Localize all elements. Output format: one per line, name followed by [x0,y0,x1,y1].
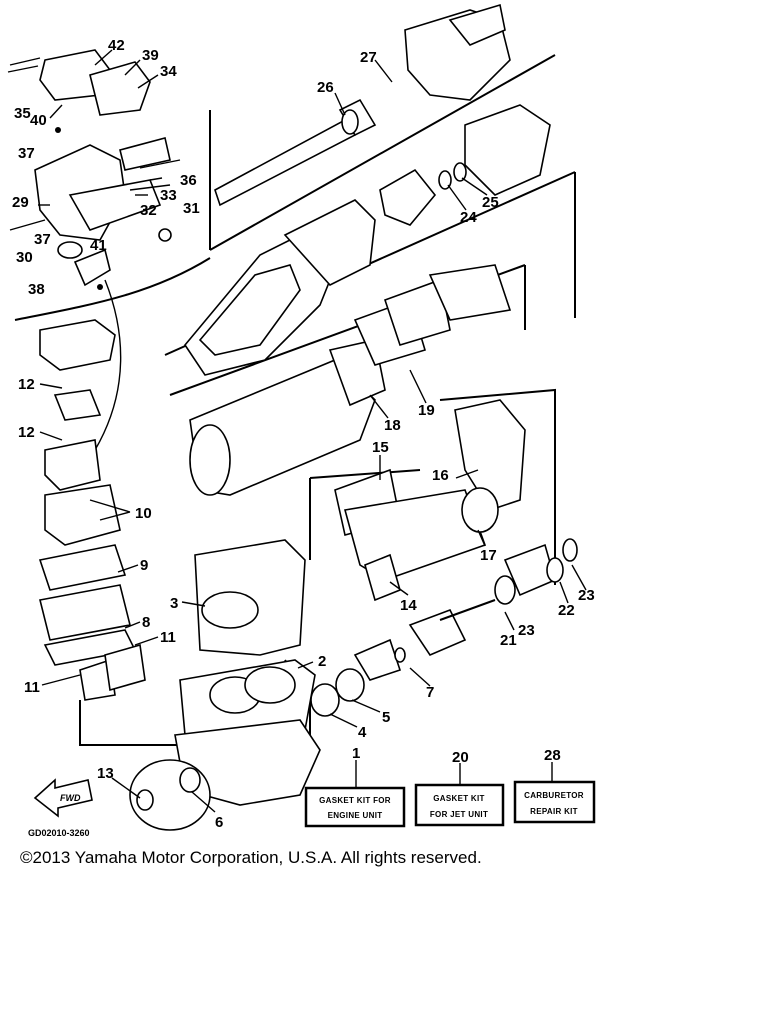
callout-30: 30 [16,249,33,266]
callout-13: 13 [97,765,114,782]
callout-7: 7 [426,684,434,701]
kit-jet-line2: FOR JET UNIT [430,810,488,819]
callout-28: 28 [544,747,561,764]
callout-12-mid: 12 [18,424,35,441]
kit-carb-line1: CARBURETOR [524,791,584,800]
callout-32: 32 [140,202,157,219]
callout-2: 2 [318,653,326,670]
callout-27: 27 [360,49,377,66]
callout-23-lower: 23 [518,622,535,639]
callout-40: 40 [30,112,47,129]
kit-box-jet: GASKET KIT FOR JET UNIT [414,783,505,827]
kit-jet-line1: GASKET KIT [433,794,484,803]
callout-23-upper: 23 [578,587,595,604]
callout-11-right: 11 [160,629,176,646]
fwd-label: FWD [60,793,81,803]
callout-36: 36 [180,172,197,189]
kit-box-engine: GASKET KIT FOR ENGINE UNIT [304,786,406,828]
callout-11-left: 11 [24,679,40,696]
callout-3: 3 [170,595,178,612]
carburetor-assembly [7,49,181,290]
exhaust-assembly [189,264,526,602]
callout-39: 39 [142,47,159,64]
callout-37-bottom: 37 [34,231,51,248]
leader-lines [38,49,587,813]
callout-4: 4 [358,724,367,741]
callout-37-top: 37 [18,145,35,162]
callout-31: 31 [183,200,200,217]
callout-41: 41 [90,237,107,254]
callout-22: 22 [558,602,575,619]
callout-16: 16 [432,467,449,484]
callout-33: 33 [160,187,177,204]
callout-18-upper: 18 [384,417,401,434]
callout-29: 29 [12,194,29,211]
callout-5: 5 [382,709,390,726]
drawing-code: GD02010-3260 [28,828,90,838]
callout-9: 9 [140,557,148,574]
callout-1: 1 [352,745,360,762]
callout-14: 14 [400,597,417,614]
callout-6: 6 [215,814,223,831]
callout-24: 24 [460,209,477,226]
copyright-notice: ©2013 Yamaha Motor Corporation, U.S.A. A… [20,848,482,867]
callout-15: 15 [372,439,389,456]
callout-38: 38 [28,281,45,298]
kit-box-carb: CARBURETOR REPAIR KIT [513,780,596,824]
kit-carb-line2: REPAIR KIT [530,807,578,816]
callout-20: 20 [452,749,469,766]
kit-engine-line2: ENGINE UNIT [328,811,383,820]
callout-35: 35 [14,105,31,122]
kit-engine-line1: GASKET KIT FOR [319,796,391,805]
callout-25: 25 [482,194,499,211]
callout-10: 10 [135,505,152,522]
exploded-parts-diagram: FWD [7,3,596,838]
callout-19: 19 [418,402,435,419]
callout-12-top: 12 [18,376,35,393]
callout-17: 17 [480,547,497,564]
callout-26: 26 [317,79,334,96]
callout-numbers: 42 39 34 35 40 37 36 33 29 32 31 37 30 3… [12,37,595,831]
jet-pump-assembly [184,3,551,376]
callout-8: 8 [142,614,150,631]
callout-21: 21 [500,632,517,649]
forward-arrow: FWD [33,778,93,818]
callout-34: 34 [160,63,177,80]
engine-assembly [38,319,578,831]
callout-42: 42 [108,37,125,54]
